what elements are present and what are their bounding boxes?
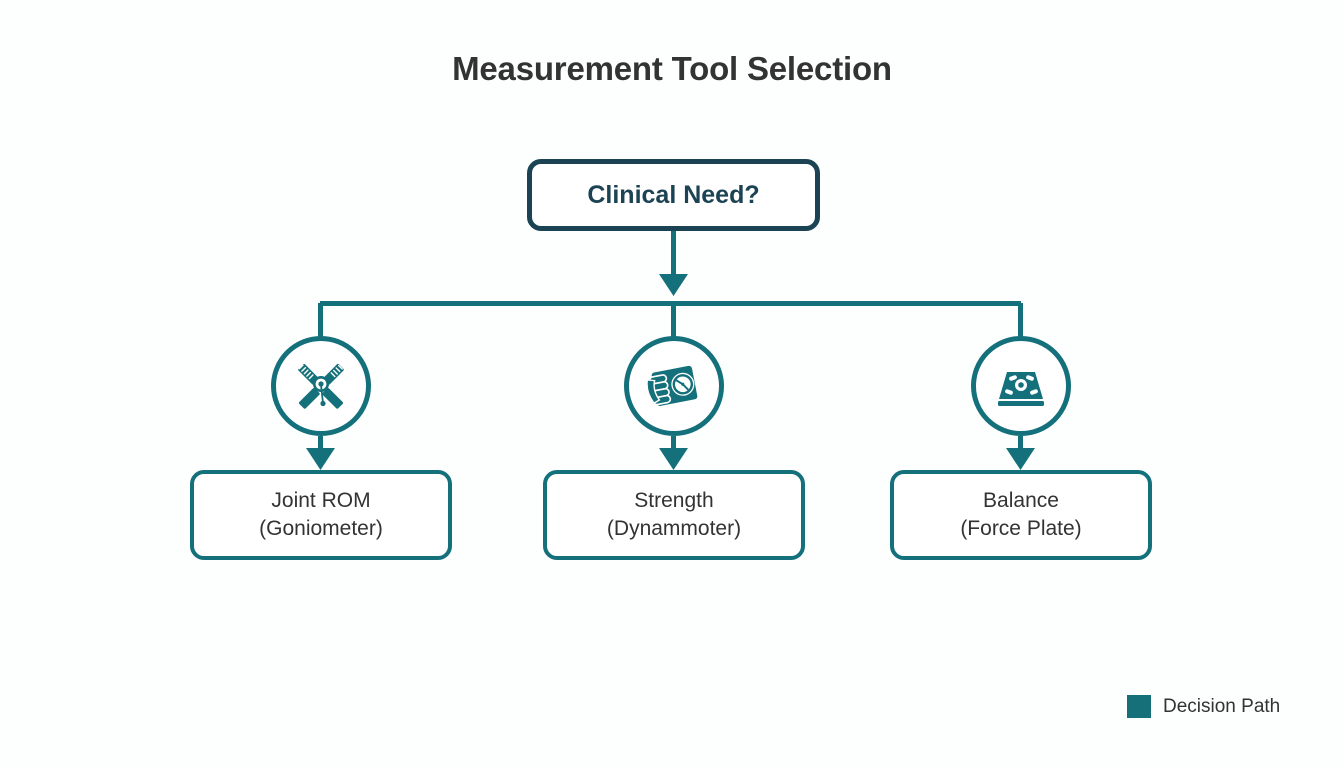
arrowhead-root — [659, 274, 688, 296]
leaf-node-label-line2: (Force Plate) — [960, 517, 1082, 540]
root-node-label: Clinical Need? — [587, 180, 760, 209]
leaf-node-label-line1: Joint ROM — [271, 489, 371, 513]
force-plate-icon-circle[interactable] — [971, 336, 1071, 436]
dynamometer-icon-circle[interactable] — [624, 336, 724, 436]
page-title: Measurement Tool Selection — [452, 50, 892, 87]
leaf-node-label-line2: (Dynammoter) — [606, 517, 742, 540]
leaf-node-label-line2: (Goniometer) — [259, 517, 383, 540]
leaf-node-balance[interactable]: Balance (Force Plate) — [890, 470, 1152, 560]
goniometer-icon — [290, 355, 352, 417]
legend-label-decision-path: Decision Path — [1163, 695, 1281, 717]
leaf-node-label-line1: Strength — [634, 489, 714, 513]
goniometer-icon-circle[interactable] — [271, 336, 371, 436]
arrowhead-leaf-1 — [659, 448, 688, 470]
legend-swatch-decision-path — [1127, 695, 1151, 718]
leaf-node-strength[interactable]: Strength (Dynammoter) — [543, 470, 805, 560]
leaf-node-joint-rom[interactable]: Joint ROM (Goniometer) — [190, 470, 452, 560]
legend: Decision Path — [1127, 695, 1280, 718]
arrowhead-leaf-2 — [1006, 448, 1035, 470]
arrowhead-leaf-0 — [306, 448, 335, 470]
force-plate-icon — [990, 355, 1052, 417]
root-node-clinical-need[interactable]: Clinical Need? — [527, 159, 820, 231]
dynamometer-icon — [643, 355, 705, 417]
leaf-node-label-line1: Balance — [983, 489, 1059, 513]
